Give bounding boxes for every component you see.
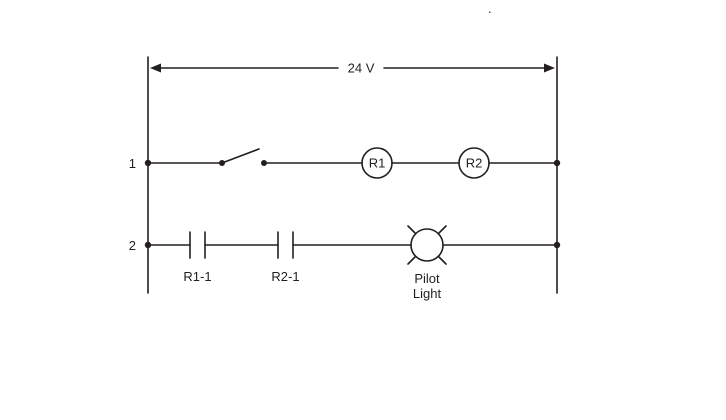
voltage-annotation: 24 V [150,61,555,76]
pilot-light-ray [407,225,416,234]
contact-r2-1-label: R2-1 [271,269,299,284]
contact-r2-1 [277,231,294,259]
junction-dot [553,241,561,249]
pilot-light-ray [438,225,447,234]
voltage-label: 24 V [348,61,375,76]
arrowhead-right-icon [544,63,555,73]
relay-coil-r2: R2 [458,147,490,179]
coil-r2-label: R2 [466,156,483,171]
coil-r1-label: R1 [369,156,386,171]
pilot-light-ray [438,256,447,265]
switch-blade [221,148,260,164]
rung-1: 1 R1 R2 [129,147,561,179]
rung-1-number: 1 [129,156,136,171]
contact-r1-1-label: R1-1 [183,269,211,284]
contact-r1-1 [189,231,206,259]
stray-dot-mark: . [488,1,492,16]
arrowhead-left-icon [150,63,161,73]
rung-2-number: 2 [129,238,136,253]
pilot-light-ray [407,256,416,265]
pilot-light-circle [410,228,444,262]
switch-symbol [219,148,267,166]
power-rails [147,56,558,294]
junction-dot [553,159,561,167]
pilot-light-label-line2: Light [413,286,442,301]
pilot-light-symbol [407,225,447,265]
pilot-light-label-line1: Pilot [414,271,440,286]
relay-coil-r1: R1 [361,147,393,179]
rung-2: 2 [129,225,561,301]
